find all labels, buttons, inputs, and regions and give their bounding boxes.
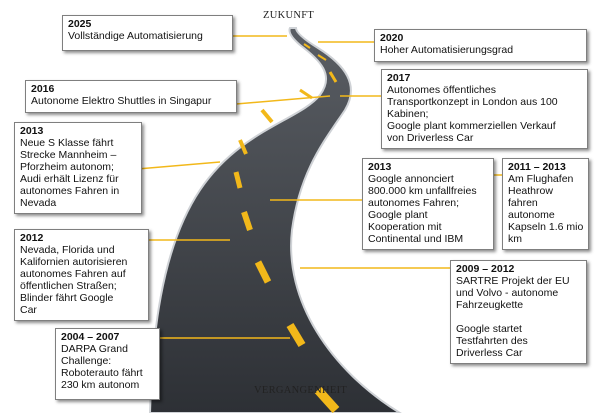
road-dash: [241, 211, 253, 231]
connector-2016: [235, 95, 331, 105]
milestone-year: 2013: [368, 161, 392, 173]
road-dash: [303, 43, 311, 49]
milestone-text: SARTRE Projekt der EU und Volvo - autono…: [456, 275, 570, 359]
milestone-2025: 2025 Vollständige Automatisierung: [62, 15, 233, 51]
road-dash: [238, 139, 248, 155]
milestone-text: Am Flughafen Heathrow fahren autonome Ka…: [508, 173, 584, 245]
milestone-year: 2013: [20, 125, 44, 137]
road-dash: [299, 88, 313, 100]
milestone-text: Nevada, Florida und Kalifornien autorisi…: [20, 244, 128, 316]
road-dash: [286, 322, 306, 348]
milestone-2012: 2012 Nevada, Florida und Kalifornien aut…: [14, 229, 149, 321]
milestone-text: DARPA Grand Challenge: Roboterauto fährt…: [61, 343, 143, 391]
past-label: VERGANGENHEIT: [254, 385, 348, 396]
milestone-year: 2016: [31, 83, 55, 95]
milestone-2020: 2020 Hoher Automatisierungsgrad: [374, 29, 587, 62]
road-dash: [328, 71, 338, 83]
road-center-dashes: [233, 43, 340, 413]
milestone-text: Autonomes öffentliches Transportkonzept …: [387, 84, 558, 144]
milestone-2004-2007: 2004 – 2007 DARPA Grand Challenge: Robot…: [55, 328, 160, 400]
road-dash: [317, 54, 327, 61]
milestone-2009-2012: 2009 – 2012 SARTRE Projekt der EU und Vo…: [450, 260, 587, 364]
future-label: ZUKUNFT: [263, 10, 315, 21]
milestone-text: Hoher Automatisierungsgrad: [380, 44, 514, 56]
milestone-year: 2025: [68, 18, 92, 30]
milestone-year: 2017: [387, 72, 411, 84]
milestone-2013-mercedes: 2013 Neue S Klasse fährt Strecke Mannhei…: [14, 122, 142, 214]
milestone-2017: 2017 Autonomes öffentliches Transportkon…: [381, 69, 588, 149]
road-dash: [254, 260, 272, 284]
road-dash: [260, 108, 274, 124]
road-surface: [148, 27, 402, 413]
milestone-year: 2004 – 2007: [61, 331, 120, 343]
road-dash: [233, 171, 243, 189]
milestone-year: 2012: [20, 232, 44, 244]
milestone-2016: 2016 Autonome Elektro Shuttles in Singap…: [25, 80, 237, 113]
milestone-2011-2013: 2011 – 2013 Am Flughafen Heathrow fahren…: [502, 158, 589, 250]
milestone-year: 2011 – 2013: [508, 161, 566, 173]
milestone-text: Google annonciert 800.000 km unfallfreie…: [368, 173, 477, 245]
milestone-text: Autonome Elektro Shuttles in Singapur: [31, 95, 212, 107]
milestone-text: Neue S Klasse fährt Strecke Mannheim – P…: [20, 137, 120, 209]
milestone-text: Vollständige Automatisierung: [68, 30, 203, 42]
milestone-2013-google: 2013 Google annonciert 800.000 km unfall…: [362, 158, 494, 250]
milestone-year: 2020: [380, 32, 404, 44]
road-dash: [314, 386, 340, 413]
milestone-year: 2009 – 2012: [456, 263, 515, 275]
